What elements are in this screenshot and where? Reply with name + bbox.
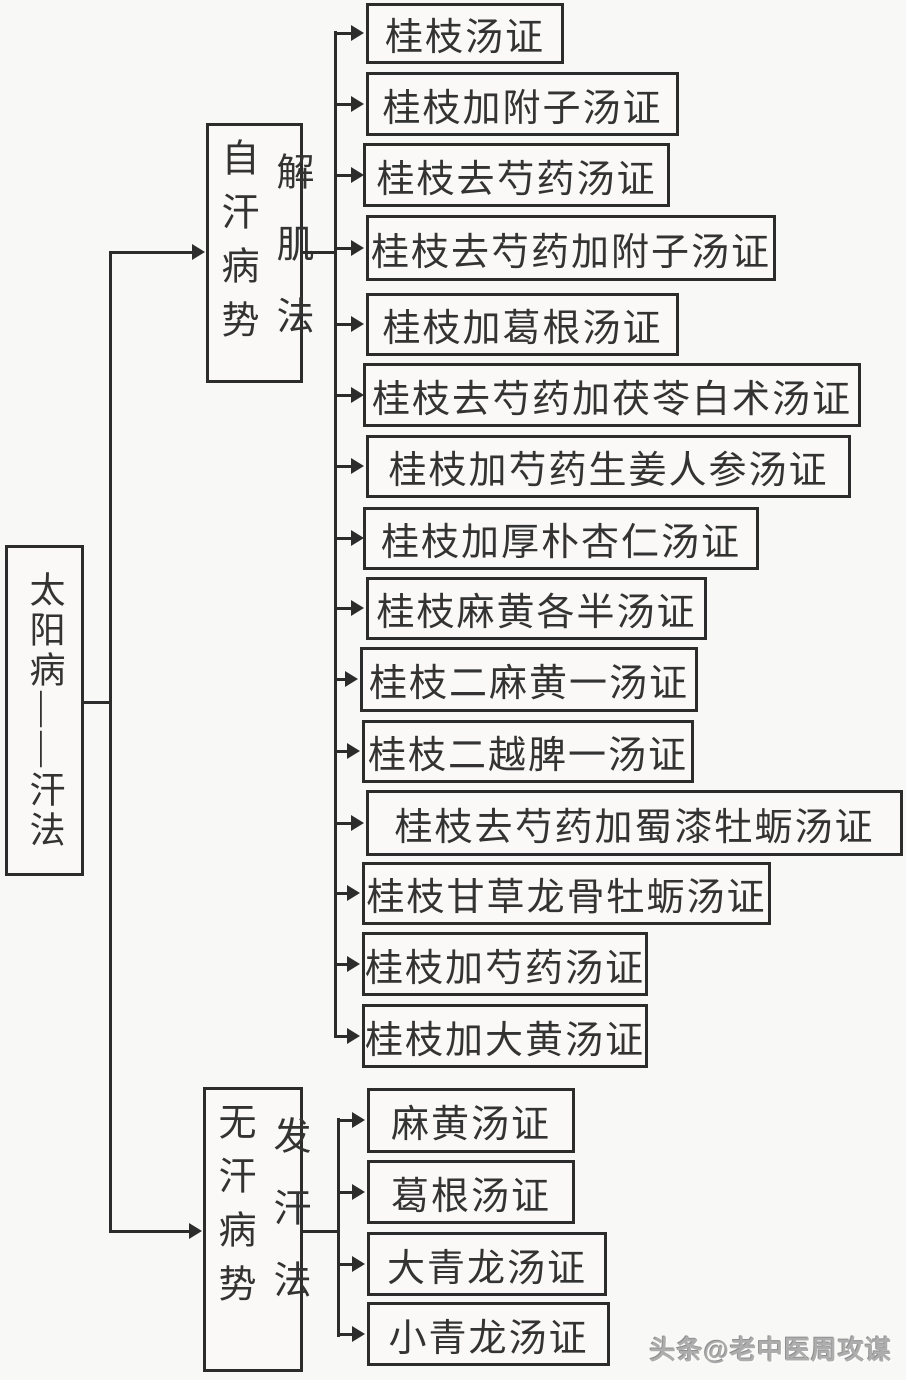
- arrowhead: [351, 96, 364, 112]
- arrowhead: [351, 387, 364, 403]
- root-node: 太阳病——汗法: [5, 545, 84, 876]
- connector-line: [334, 822, 352, 825]
- arrowhead: [347, 1028, 360, 1044]
- formula-leaf-box: 麻黄汤证: [367, 1088, 575, 1153]
- formula-leaf-box: 桂枝加芍药汤证: [362, 932, 648, 996]
- arrowhead: [192, 244, 205, 260]
- arrowhead: [352, 1184, 365, 1200]
- formula-leaf-box: 桂枝加附子汤证: [366, 72, 679, 136]
- connector-line: [334, 31, 337, 1038]
- formula-leaf-box: 桂枝汤证: [366, 3, 564, 64]
- formula-leaf-box: 桂枝加葛根汤证: [366, 293, 679, 356]
- connector-line: [334, 537, 352, 540]
- connector-line: [303, 1230, 339, 1233]
- formula-leaf-box: 葛根汤证: [367, 1160, 575, 1224]
- connector-line: [337, 1118, 340, 1337]
- connector-line: [334, 1035, 352, 1038]
- formula-leaf-box: 桂枝麻黄各半汤证: [366, 577, 707, 640]
- arrowhead: [345, 671, 358, 687]
- connector-line: [84, 701, 111, 704]
- formula-leaf-box: 桂枝二麻黄一汤证: [360, 647, 698, 712]
- connector-line: [110, 1230, 190, 1233]
- arrowhead: [351, 458, 364, 474]
- arrowhead: [352, 1112, 365, 1128]
- fahan-method-label: 发汗法: [267, 1116, 309, 1332]
- formula-leaf-box: 桂枝去芍药加蜀漆牡蛎汤证: [366, 790, 903, 856]
- formula-leaf-box: 桂枝去芍药加茯苓白术汤证: [363, 363, 861, 427]
- connector-line: [334, 247, 352, 250]
- connector-line: [337, 1191, 353, 1194]
- connector-line: [334, 323, 352, 326]
- formula-leaf-box: 桂枝加大黄汤证: [362, 1004, 648, 1068]
- branch-self-sweat-node: 自汗病势 解肌法: [206, 123, 312, 383]
- connector-line: [334, 963, 352, 966]
- connector-line: [334, 678, 352, 681]
- arrowhead: [351, 25, 364, 41]
- arrowhead: [351, 316, 364, 332]
- watermark: 头条@老中医周攻谋: [649, 1335, 892, 1365]
- arrowhead: [351, 530, 364, 546]
- formula-leaf-box: 大青龙汤证: [367, 1232, 607, 1296]
- arrowhead: [347, 956, 360, 972]
- self-sweat-state-label: 自汗病势: [215, 138, 257, 354]
- connector-line: [337, 1119, 353, 1122]
- root-node-label: 太阳病——汗法: [24, 570, 65, 851]
- formula-leaf-box: 桂枝加芍药生姜人参汤证: [366, 435, 851, 498]
- connector-line: [334, 892, 352, 895]
- connector-line: [337, 1263, 353, 1266]
- formula-leaf-box: 桂枝二越脾一汤证: [362, 720, 694, 783]
- connector-line: [334, 750, 352, 753]
- connector-line: [334, 465, 352, 468]
- arrowhead: [352, 1326, 365, 1342]
- arrowhead: [347, 885, 360, 901]
- connector-line: [334, 174, 352, 177]
- connector-line: [334, 103, 352, 106]
- connector-line: [109, 251, 112, 1233]
- branch-no-sweat-node: 无汗病势 发汗法: [203, 1087, 309, 1372]
- arrowhead: [347, 743, 360, 759]
- connector-line: [334, 394, 352, 397]
- arrowhead: [351, 600, 364, 616]
- connector-line: [110, 251, 193, 254]
- arrowhead: [351, 167, 364, 183]
- arrowhead: [352, 1256, 365, 1272]
- connector-line: [337, 1333, 353, 1336]
- arrowhead: [189, 1223, 202, 1239]
- branch-self-sweat-inner: 自汗病势 解肌法: [209, 126, 312, 380]
- connector-line: [334, 607, 352, 610]
- formula-leaf-box: 桂枝去芍药加附子汤证: [366, 215, 776, 281]
- arrowhead: [351, 815, 364, 831]
- connector-line: [303, 251, 336, 254]
- formula-leaf-box: 桂枝甘草龙骨牡蛎汤证: [362, 862, 771, 925]
- formula-leaf-box: 桂枝去芍药汤证: [363, 143, 670, 207]
- no-sweat-state-label: 无汗病势: [212, 1102, 254, 1318]
- branch-no-sweat-inner: 无汗病势 发汗法: [206, 1090, 309, 1369]
- arrowhead: [351, 240, 364, 256]
- jieji-method-label: 解肌法: [270, 152, 312, 368]
- formula-leaf-box: 小青龙汤证: [367, 1302, 610, 1366]
- formula-leaf-box: 桂枝加厚朴杏仁汤证: [363, 507, 759, 570]
- connector-line: [334, 32, 352, 35]
